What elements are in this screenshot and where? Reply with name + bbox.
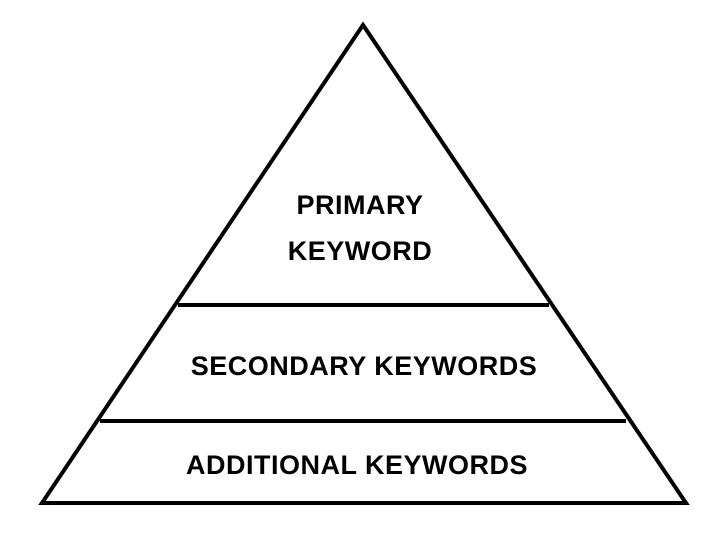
- primary-keyword-label-line2: KEYWORD: [288, 236, 433, 266]
- secondary-keywords-label: SECONDARY KEYWORDS: [191, 351, 538, 381]
- pyramid-outline: [38, 21, 690, 505]
- primary-keyword-label-line1: PRIMARY: [296, 190, 423, 220]
- additional-keywords-label: ADDITIONAL KEYWORDS: [186, 450, 528, 480]
